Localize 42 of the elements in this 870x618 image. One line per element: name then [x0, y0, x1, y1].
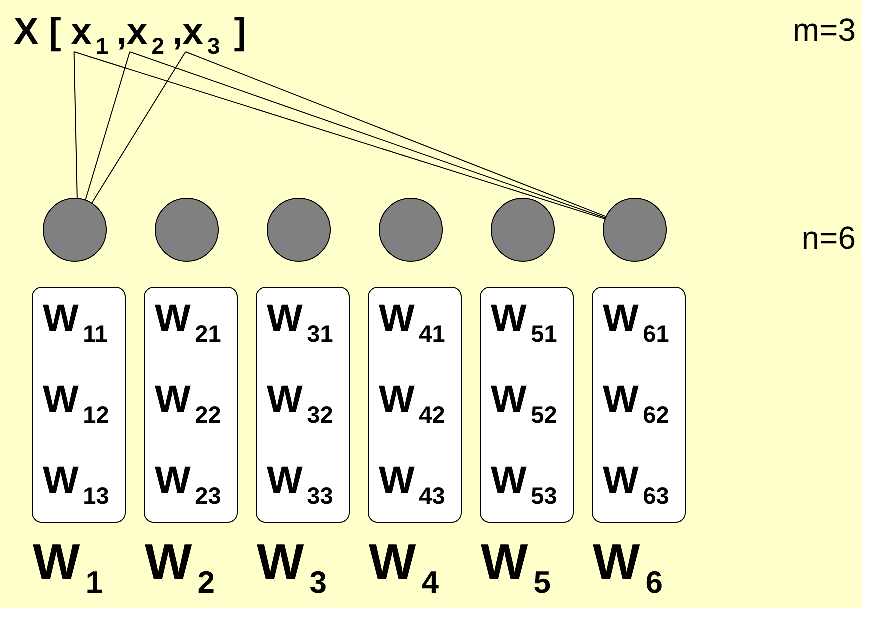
weight-label: W$_{63}$	[603, 459, 670, 511]
vector-component: x$_{1}$	[71, 12, 109, 52]
weight-card	[144, 287, 238, 523]
weight-label: W$_{32}$	[267, 378, 334, 430]
connector-line	[85, 52, 131, 200]
comma: ,	[116, 12, 128, 52]
weight-label: W$_{23}$	[155, 459, 222, 511]
weight-label: W$_{31}$	[267, 297, 334, 349]
weight-label: W$_{13}$	[43, 459, 110, 511]
dimension-label: m=3	[792, 12, 856, 49]
weight-label: W$_{22}$	[155, 378, 222, 430]
weight-card	[256, 287, 350, 523]
weight-label: W$_{41}$	[379, 297, 446, 349]
bracket: ]	[234, 12, 247, 52]
weight-vector-label: W$_{4}$	[369, 533, 440, 592]
weight-card	[368, 287, 462, 523]
weight-label: W$_{11}$	[43, 297, 110, 349]
weight-label: W$_{21}$	[155, 297, 222, 349]
weight-label: W$_{62}$	[603, 378, 670, 430]
weight-label: W$_{51}$	[491, 297, 558, 349]
weight-vector-label: W$_{6}$	[593, 533, 664, 592]
weight-vector-label: W$_{3}$	[257, 533, 328, 592]
weight-vector-label: W$_{1}$	[33, 533, 104, 592]
weight-card	[480, 287, 574, 523]
vector-component: x$_{2}$	[127, 12, 164, 52]
weight-label: W$_{43}$	[379, 459, 446, 511]
weight-vector-label: W$_{5}$	[481, 533, 552, 592]
comma: ,	[172, 12, 183, 52]
connector-line	[92, 52, 186, 204]
weight-label: W$_{53}$	[491, 459, 558, 511]
weight-card	[592, 287, 686, 523]
weight-label: W$_{61}$	[603, 297, 670, 349]
weight-label: W$_{12}$	[43, 378, 110, 430]
weight-label: W$_{52}$	[491, 378, 558, 430]
connector-line	[74, 52, 78, 199]
weight-label: W$_{42}$	[379, 378, 446, 430]
weight-vector-label: W$_{2}$	[145, 533, 216, 592]
vector-name: X [	[14, 12, 62, 52]
weight-card	[32, 287, 126, 523]
vector-component: x$_{3}$	[182, 12, 220, 52]
weight-label: W$_{33}$	[267, 459, 334, 511]
dimension-label: n=6	[802, 220, 856, 257]
